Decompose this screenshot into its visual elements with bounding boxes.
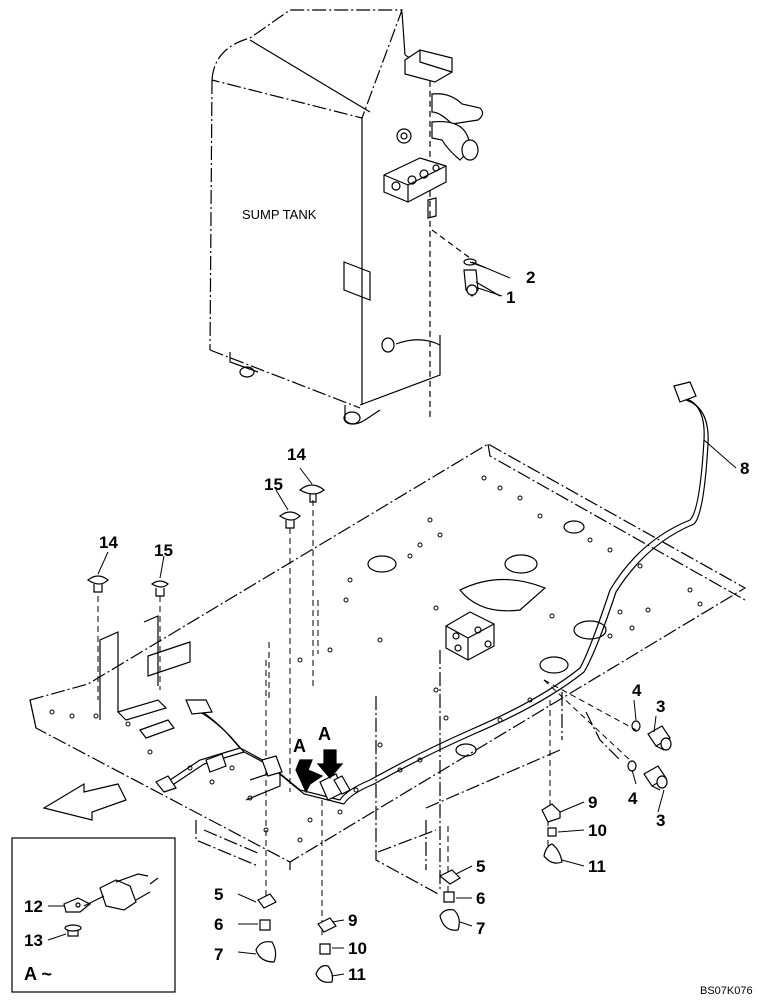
manifold-block (445, 611, 495, 661)
callout-7-center: 7 (476, 919, 485, 938)
callout-9-left: 9 (348, 911, 357, 930)
callout-10-right: 10 (588, 821, 607, 840)
view-a-arrows (295, 749, 344, 794)
bolt-6-center (443, 891, 455, 903)
grommet-11-left (315, 965, 334, 983)
callout-6-center: 6 (476, 889, 485, 908)
harness-clamps (261, 755, 351, 801)
leader-lines (97, 500, 637, 935)
detail-view-label: A ~ (24, 964, 52, 984)
grommet-7-left (255, 941, 277, 963)
sump-tank-label: SUMP TANK (242, 207, 317, 222)
clamp-5-center (438, 869, 461, 885)
callout-14-b: 14 (99, 533, 118, 552)
bolt-10-left (319, 943, 331, 955)
fitting-3-lower (627, 760, 668, 791)
grommet-7-center (439, 909, 460, 931)
bolt-14-b (86, 575, 109, 593)
detail-inset (11, 837, 176, 993)
callout-4-lower: 4 (628, 789, 638, 808)
callout-5-left: 5 (214, 885, 223, 904)
callout-3-lower: 3 (656, 811, 665, 830)
clamp-9-right (541, 803, 561, 823)
view-a-label-1: A (293, 736, 306, 756)
callout-leaders (47, 261, 737, 977)
view-a-label-2: A (318, 724, 331, 744)
callout-13: 13 (24, 931, 43, 950)
front-direction-arrow (42, 782, 127, 821)
floor-plate (29, 443, 747, 870)
callout-8: 8 (740, 459, 749, 478)
bolt-15-b (150, 580, 169, 597)
clamp-9-left (317, 917, 337, 933)
grommet-11-right (543, 843, 563, 864)
callout-5-center: 5 (476, 857, 485, 876)
clamp-5-left (257, 893, 277, 909)
callout-10-left: 10 (348, 939, 367, 958)
callout-7-left: 7 (214, 945, 223, 964)
callout-12: 12 (24, 897, 43, 916)
callout-11-right: 11 (588, 857, 606, 876)
fitting-3-upper (631, 720, 672, 751)
callout-9-right: 9 (588, 793, 597, 812)
bolt-10-right (547, 827, 557, 837)
callout-3-upper: 3 (656, 697, 665, 716)
callout-2: 2 (526, 268, 535, 287)
callout-15-b: 15 (154, 541, 173, 560)
callout-11-left: 11 (348, 965, 366, 984)
bolt-14-a (298, 484, 325, 503)
elbow-fitting (431, 229, 501, 297)
callout-15-a: 15 (264, 475, 283, 494)
bolt-6-left (259, 919, 271, 931)
wire-harness (155, 381, 709, 805)
callout-14-a: 14 (287, 445, 306, 464)
sump-tank (209, 9, 484, 425)
bolt-15-a (278, 511, 301, 529)
callout-4-upper: 4 (632, 681, 642, 700)
callout-1: 1 (506, 288, 515, 307)
figure-reference: BS07K076 (700, 985, 753, 997)
underside-guards (195, 650, 621, 896)
callout-6-left: 6 (214, 915, 223, 934)
